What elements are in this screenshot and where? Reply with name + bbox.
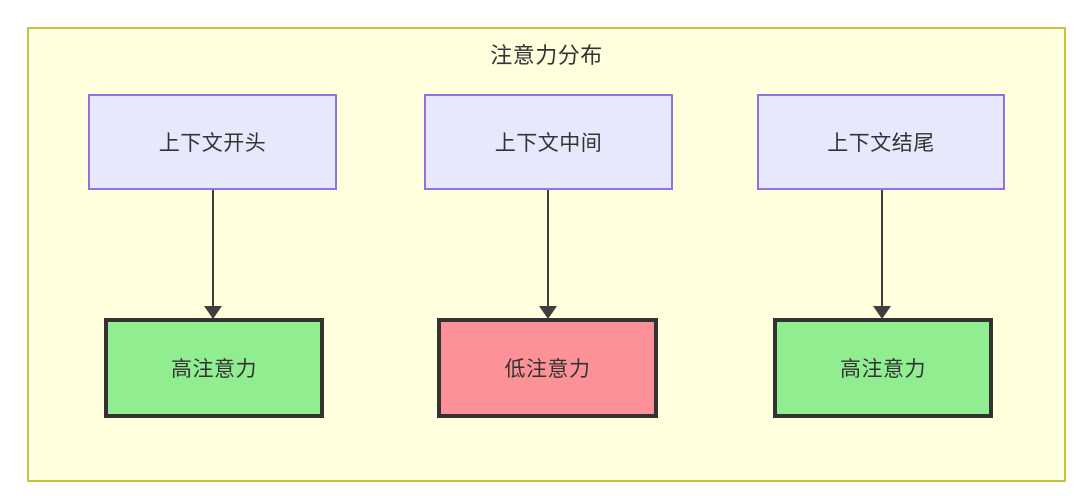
- arrowhead-down-icon-left: [204, 306, 222, 319]
- node-attention-high-start-label: 高注意力: [171, 358, 257, 381]
- edge-context-start-to-high-attention: [212, 190, 214, 306]
- arrowhead-down-icon-middle: [539, 306, 557, 319]
- arrowhead-down-icon-right: [873, 306, 891, 319]
- node-context-start-label: 上下文开头: [158, 132, 267, 155]
- node-context-middle-label: 上下文中间: [494, 132, 603, 155]
- attention-distribution-subgraph: 注意力分布 上下文开头 上下文中间 上下文结尾 高注意力 低注意力 高注意力: [27, 27, 1066, 482]
- node-context-start[interactable]: 上下文开头: [88, 94, 337, 190]
- node-attention-high-end[interactable]: 高注意力: [773, 318, 993, 418]
- node-context-end[interactable]: 上下文结尾: [757, 94, 1005, 190]
- node-attention-high-end-label: 高注意力: [840, 358, 926, 381]
- node-context-middle[interactable]: 上下文中间: [424, 94, 673, 190]
- diagram-title: 注意力分布: [490, 43, 603, 68]
- node-attention-low-middle-label: 低注意力: [504, 358, 591, 381]
- node-attention-high-start[interactable]: 高注意力: [104, 318, 324, 418]
- node-attention-low-middle[interactable]: 低注意力: [437, 318, 658, 418]
- edge-context-end-to-high-attention: [881, 190, 883, 306]
- node-context-end-label: 上下文结尾: [827, 132, 935, 155]
- edge-context-middle-to-low-attention: [547, 190, 549, 306]
